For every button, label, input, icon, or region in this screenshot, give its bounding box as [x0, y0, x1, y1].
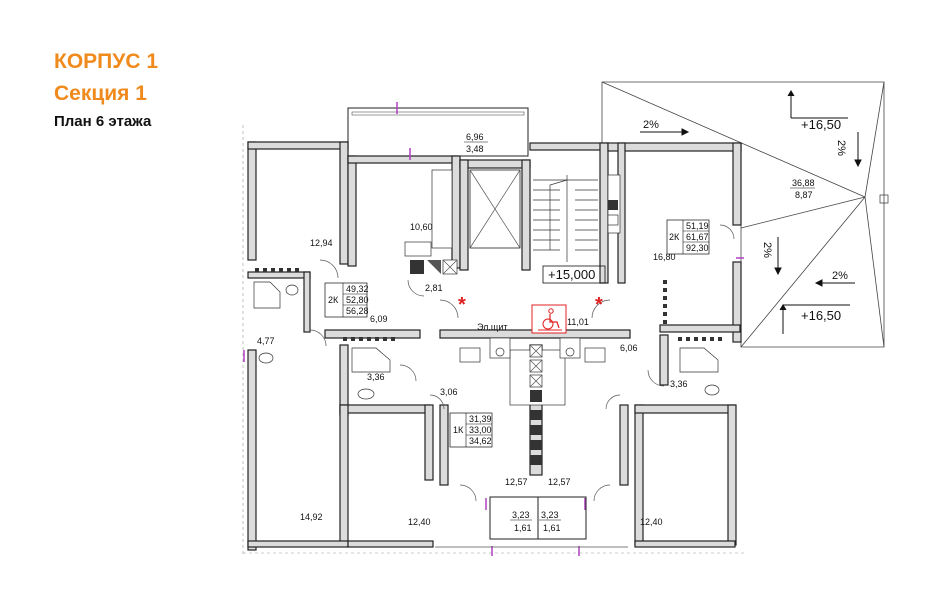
building-title: КОРПУС 1: [54, 50, 158, 73]
apartment-info-right: 2К 51,19 61,67 92,30: [666, 219, 710, 255]
apartment-area: 49,32: [346, 284, 369, 294]
bathroom-fixtures-mid-left: [351, 347, 720, 400]
room-area: 1,61: [514, 523, 532, 533]
room-area: 2,81: [425, 283, 443, 293]
room-area: 3,06: [440, 387, 458, 397]
room-area: 12,57: [548, 477, 571, 487]
apartment-area: 61,67: [686, 232, 709, 242]
section-title: Секция 1: [54, 82, 147, 105]
slope-label: 2%: [835, 140, 847, 156]
tile-row-left: [255, 268, 722, 341]
apartment-area: 31,39: [469, 414, 492, 424]
drain-marker: [879, 194, 889, 204]
elevator-shaft: [469, 169, 521, 249]
room-area: 10,60: [410, 222, 433, 232]
apartment-area: 92,30: [686, 243, 709, 253]
elevation-markers: [779, 90, 850, 334]
window-markers: [243, 102, 744, 556]
kitchen-fixtures-right: [607, 174, 621, 234]
roof-level-bottom: +16,50: [801, 308, 841, 323]
svg-text:*: *: [595, 294, 603, 316]
slope-label: 2%: [643, 119, 659, 131]
room-area: 6,09: [370, 314, 388, 324]
room-area: 3,23: [541, 510, 559, 520]
slope-label: 2%: [832, 270, 848, 282]
apartment-area: 33,00: [469, 425, 492, 435]
svg-text:*: *: [458, 294, 466, 316]
room-area: 12,94: [310, 238, 333, 248]
apartment-area: 34,62: [469, 436, 492, 446]
electrical-panel-label: Эл.щит: [477, 322, 507, 332]
floor-level: +15,000: [548, 267, 595, 282]
room-area: 6,96: [466, 132, 484, 142]
apartment-info-center: 1К 31,39 33,00 34,62: [449, 412, 493, 448]
room-area: 4,77: [257, 336, 275, 346]
room-area: 3,36: [367, 372, 385, 382]
room-area: 12,40: [640, 517, 663, 527]
apartment-area: 51,19: [686, 221, 709, 231]
apartment-type: 2К: [669, 232, 680, 242]
room-area: 8,87: [795, 190, 813, 200]
room-area: 16,80: [653, 252, 676, 262]
slope-label: 2%: [761, 242, 773, 258]
door-swings: [309, 224, 735, 502]
asterisk-marker-icon: * *: [458, 294, 603, 316]
room-area: 3,48: [466, 144, 484, 154]
apartment-area: 52,80: [346, 295, 369, 305]
room-area: 36,88: [792, 178, 815, 188]
plan-title: План 6 этажа: [54, 113, 152, 130]
apartment-type: 2К: [328, 295, 339, 305]
room-area: 11,01: [567, 317, 589, 327]
apartment-info-left: 2К 49,32 52,80 56,28: [324, 282, 369, 318]
staircase: [533, 175, 598, 262]
roof-level-top: +16,50: [801, 117, 841, 132]
room-area: 1,61: [543, 523, 561, 533]
room-area: 14,92: [300, 512, 323, 522]
bathroom-fixtures-left: [253, 281, 299, 364]
room-area: 3,23: [512, 510, 530, 520]
kitchen-fixtures-left: [404, 169, 458, 275]
accessibility-icon: [531, 304, 567, 334]
walls: [247, 141, 742, 551]
room-area: 12,40: [408, 517, 431, 527]
apartment-type: 1К: [453, 425, 464, 435]
room-area: 3,36: [670, 379, 688, 389]
room-area: 6,06: [620, 343, 638, 353]
central-shafts: [459, 337, 606, 465]
room-area: 12,57: [505, 477, 528, 487]
apartment-area: 56,28: [346, 306, 369, 316]
slope-arrows: [640, 128, 862, 287]
